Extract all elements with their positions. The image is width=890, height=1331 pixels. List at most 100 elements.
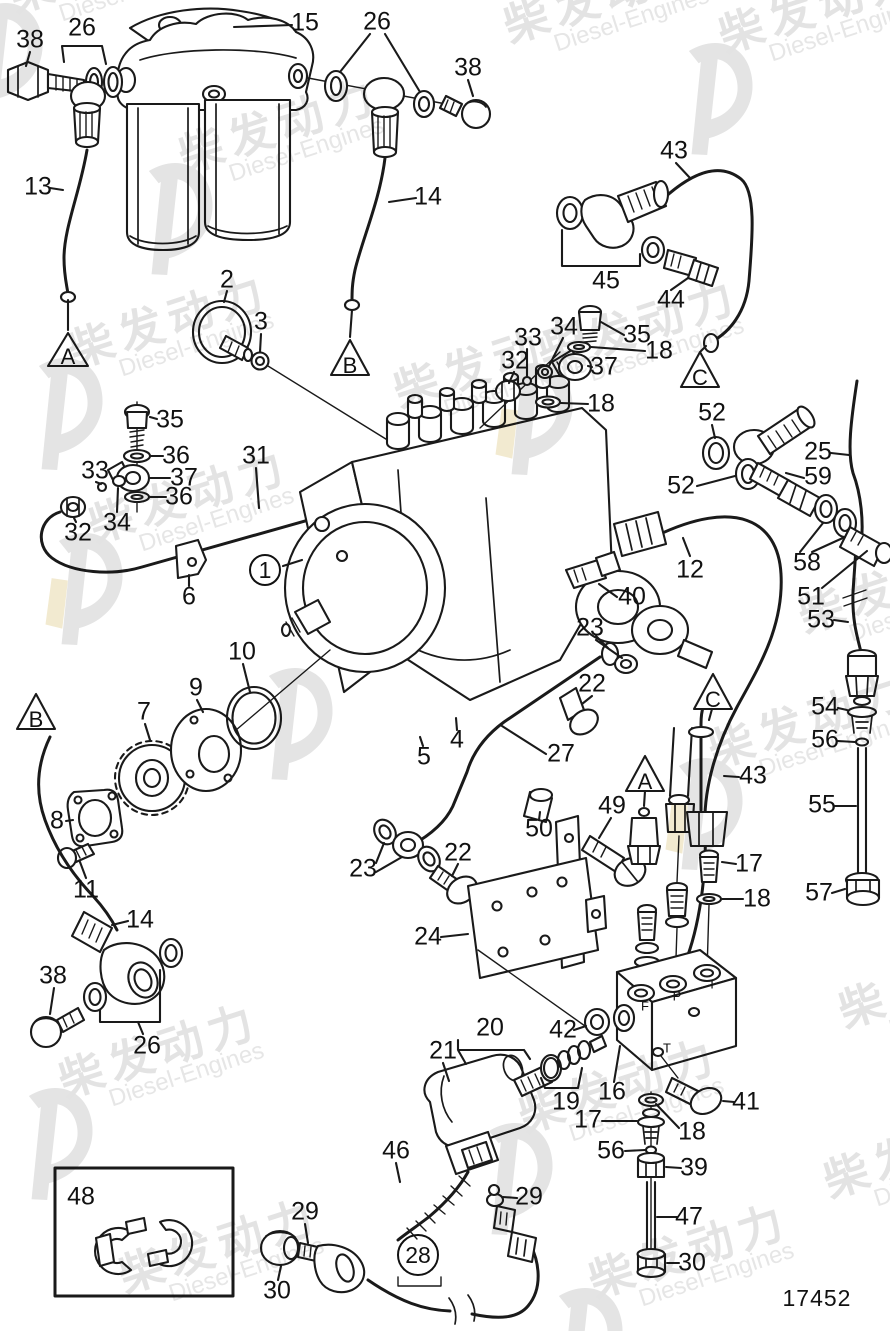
drain-hose-assembly: [259, 1183, 540, 1325]
part-callout-48: 48: [67, 1182, 95, 1211]
part-callout-36: 36: [165, 482, 193, 511]
part-callout-32: 32: [501, 346, 529, 375]
part-callout-40: 40: [618, 582, 646, 611]
circled-callout-1: 1: [249, 554, 281, 586]
part-callout-55: 55: [808, 790, 836, 819]
leak-off-line-right: [701, 379, 890, 907]
part-callout-56: 56: [811, 725, 839, 754]
triangle-marker-B: B: [28, 707, 44, 732]
part-callout-16: 16: [598, 1077, 626, 1106]
part-callout-43: 43: [739, 761, 767, 790]
suction-hose-bottom-left: [29, 735, 184, 1049]
part-callout-25: 25: [804, 437, 832, 466]
part-callout-32: 32: [64, 518, 92, 547]
part-callout-29: 29: [515, 1182, 543, 1211]
part-callout-37: 37: [170, 463, 198, 492]
injector-line-stacks: [633, 690, 729, 1001]
port-label-F: F: [641, 998, 649, 1014]
part-callout-18: 18: [587, 389, 615, 418]
part-callout-43: 43: [660, 136, 688, 165]
part-callout-2: 2: [220, 265, 234, 294]
part-callout-15: 15: [291, 8, 319, 37]
part-callout-24: 24: [414, 922, 442, 951]
part-callout-18: 18: [743, 884, 771, 913]
part-callout-49: 49: [598, 791, 626, 820]
part-callout-58: 58: [793, 548, 821, 577]
part-callout-53: 53: [807, 605, 835, 634]
part-callout-36: 36: [162, 441, 190, 470]
leader-lines: [24, 23, 869, 1282]
triangle-marker-C: C: [705, 687, 721, 712]
triangle-markers: [15, 331, 734, 793]
circled-callout-28: 28: [397, 1234, 439, 1276]
part-callout-34: 34: [550, 312, 578, 341]
triangle-marker-B: B: [342, 353, 358, 378]
port-label-T: T: [663, 1040, 671, 1056]
part-callout-30: 30: [263, 1276, 291, 1305]
part-callout-37: 37: [590, 352, 618, 381]
part-callout-5: 5: [417, 742, 431, 771]
part-callout-50: 50: [525, 814, 553, 843]
figure-number: 17452: [782, 1285, 852, 1311]
part-callout-56: 56: [597, 1136, 625, 1165]
part-callout-18: 18: [678, 1117, 706, 1146]
injection-pump: [280, 363, 714, 702]
part-callout-6: 6: [182, 582, 196, 611]
part-callout-21: 21: [429, 1036, 457, 1065]
part-callout-19: 19: [552, 1087, 580, 1116]
valve-block-group: [583, 948, 738, 1279]
part-callout-35: 35: [623, 320, 651, 349]
part-callout-26: 26: [68, 13, 96, 42]
part-callout-29: 29: [291, 1197, 319, 1226]
part-callout-59: 59: [804, 462, 832, 491]
part-callout-34: 34: [103, 508, 131, 537]
part-callout-33: 33: [81, 456, 109, 485]
clip-detail-box: [53, 1166, 235, 1298]
part-callout-26: 26: [363, 7, 391, 36]
part-callout-45: 45: [592, 266, 620, 295]
return-hose-top: [555, 169, 754, 354]
part-callout-4: 4: [450, 725, 464, 754]
part-callout-13: 13: [24, 172, 52, 201]
part-callout-7: 7: [137, 697, 151, 726]
part-callout-38: 38: [39, 961, 67, 990]
part-callout-46: 46: [382, 1136, 410, 1165]
part-callout-8: 8: [50, 806, 64, 835]
part-callout-35: 35: [156, 405, 184, 434]
fitting-stack-left: [59, 401, 152, 519]
part-callout-52: 52: [667, 471, 695, 500]
part-callout-23: 23: [576, 613, 604, 642]
part-callout-39: 39: [680, 1153, 708, 1182]
part-callout-14: 14: [126, 905, 154, 934]
control-pipe-and-bracket: [373, 655, 662, 1027]
part-callout-3: 3: [254, 307, 268, 336]
right-fuel-line: [307, 69, 492, 312]
part-callout-9: 9: [189, 673, 203, 702]
part-callout-31: 31: [242, 441, 270, 470]
port-label-P: P: [672, 988, 682, 1004]
part-callout-57: 57: [805, 878, 833, 907]
part-callout-10: 10: [228, 637, 256, 666]
triangle-marker-A: A: [637, 769, 653, 794]
pump-upper-fittings: [479, 304, 603, 429]
part-callout-17: 17: [735, 849, 763, 878]
cover-plate-group: [191, 299, 453, 481]
part-callout-38: 38: [16, 25, 44, 54]
part-callout-18: 18: [645, 336, 673, 365]
part-callout-54: 54: [811, 692, 839, 721]
part-callout-41: 41: [732, 1087, 760, 1116]
part-callout-14: 14: [414, 182, 442, 211]
part-callout-27: 27: [547, 739, 575, 768]
part-callout-47: 47: [675, 1202, 703, 1231]
triangle-marker-C: C: [692, 365, 708, 390]
part-callout-12: 12: [676, 555, 704, 584]
part-callout-52: 52: [698, 398, 726, 427]
part-callout-51: 51: [797, 582, 825, 611]
part-callout-38: 38: [454, 53, 482, 82]
part-callout-20: 20: [476, 1013, 504, 1042]
part-callout-30: 30: [678, 1248, 706, 1277]
part-callout-23: 23: [349, 854, 377, 883]
